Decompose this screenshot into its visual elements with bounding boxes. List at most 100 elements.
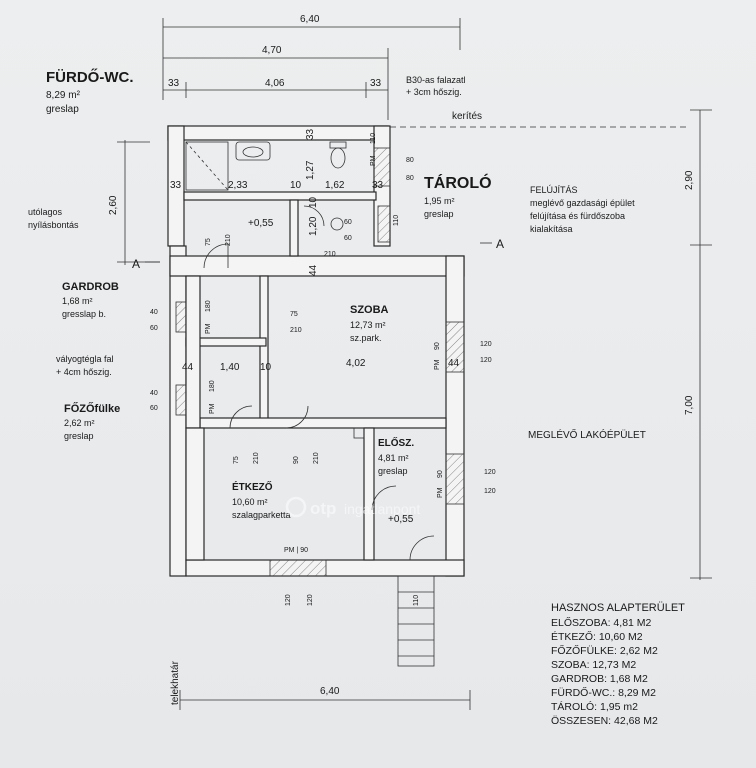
lbl-d75-b: 75 — [233, 456, 240, 464]
windows — [175, 147, 465, 577]
room-eloszoba-floor: greslap — [378, 466, 408, 476]
dim-top-total: 6,40 — [300, 14, 320, 25]
room-gardrob-floor: gresslap b. — [62, 309, 106, 319]
dim-top-right-wall: 33 — [370, 78, 382, 89]
watermark-text: ingatlanpont — [344, 501, 420, 517]
renovation-line-2: felújítása és fürdőszoba — [530, 211, 625, 221]
dim-bottom-total: 6,40 — [320, 686, 340, 697]
inner-dimensions: 33 2,33 10 1,62 33 1,27 33 +0,55 1,20 10… — [150, 128, 496, 606]
watermark-brand: otp — [310, 499, 336, 518]
lbl-pm-gardrob: PM — [205, 323, 212, 334]
section-a-left: A — [132, 257, 140, 271]
summary-total: ÖSSZESEN: 42,68 M2 — [551, 715, 658, 727]
lbl-d110-b: 110 — [393, 215, 400, 226]
summary-row: TÁROLÓ: 1,95 m2 — [551, 700, 638, 713]
renovation-line-3: kialakítása — [530, 224, 573, 234]
room-fozofulke-area: 2,62 m² — [64, 418, 95, 428]
dim-right-upper: 2,90 — [684, 170, 695, 190]
room-furdo-floor: greslap — [46, 104, 79, 115]
lbl-w140: 1,40 — [220, 362, 240, 373]
dim-left-260: 2,60 — [108, 195, 119, 215]
room-etkezo-floor: szalagparketta — [232, 510, 291, 520]
summary-row: FŐZŐFÜLKE: 2,62 M2 — [551, 643, 658, 657]
lbl-d90-b: 90 — [434, 342, 441, 350]
lbl-d100: 110 — [413, 595, 420, 606]
lbl-w33d: 33 — [372, 180, 384, 191]
dim-top-mid: 4,06 — [265, 78, 285, 89]
room-furdo-name: FÜRDŐ-WC. — [46, 68, 133, 86]
renovation-line-1: meglévő gazdasági épület — [530, 198, 635, 208]
room-szoba-floor: sz.park. — [350, 333, 382, 343]
lbl-d60-d: 60 — [344, 235, 352, 242]
lbl-d60-b: 60 — [150, 405, 158, 412]
lbl-d120-c: 120 — [484, 469, 496, 476]
room-eloszoba-area: 4,81 m² — [378, 453, 409, 463]
room-fozofulke-floor: greslap — [64, 431, 94, 441]
room-gardrob-name: GARDROB — [62, 281, 119, 293]
lbl-d75-a: 75 — [205, 238, 212, 246]
lbl-w10b: 10 — [308, 196, 319, 208]
summary-row: GARDROB: 1,68 M2 — [551, 673, 648, 685]
lbl-w44b: 44 — [182, 362, 194, 373]
later-opening-1: utólagos — [28, 207, 63, 217]
lbl-d120-a: 120 — [480, 341, 492, 348]
lbl-d120-e: 120 — [285, 594, 292, 606]
lbl-d40-a: 40 — [150, 309, 158, 316]
lbl-d120-b: 120 — [480, 357, 492, 364]
lbl-w10c: 10 — [260, 362, 272, 373]
room-szoba-area: 12,73 m² — [350, 320, 386, 330]
lbl-d210-c: 210 — [253, 452, 260, 464]
plot-boundary-label: telekhatár — [170, 660, 181, 705]
adobe-note-1: vályogtégla fal — [56, 354, 114, 364]
lbl-d110-a: 110 — [370, 133, 377, 144]
room-fozofulke-name: FŐZŐfülke — [64, 402, 120, 415]
lbl-lvl055b: +0,55 — [388, 514, 414, 525]
lbl-w233: 2,33 — [228, 180, 248, 191]
lbl-d60-c: 60 — [344, 219, 352, 226]
section-markers: A A — [132, 237, 504, 271]
section-a-right: A — [496, 237, 504, 251]
summary-row: ÉTKEZŐ: 10,60 M2 — [551, 629, 643, 643]
lbl-w33c: 33 — [170, 180, 182, 191]
room-eloszoba-name: ELŐSZ. — [378, 436, 414, 449]
lbl-pm-fozo: PM — [209, 403, 216, 414]
room-gardrob-area: 1,68 m² — [62, 296, 93, 306]
outside-stairs — [397, 575, 435, 667]
lbl-d120-d: 120 — [484, 488, 496, 495]
lbl-w162: 1,62 — [325, 180, 345, 191]
room-etkezo-area: 10,60 m² — [232, 497, 268, 507]
area-summary: HASZNOS ALAPTERÜLET ELŐSZOBA: 4,81 M2 ÉT… — [551, 602, 685, 727]
summary-row: FÜRDŐ-WC.: 8,29 M2 — [551, 685, 656, 699]
room-furdo-area: 8,29 m² — [46, 90, 81, 101]
summary-title: HASZNOS ALAPTERÜLET — [551, 602, 685, 614]
lbl-d180-b: 180 — [209, 380, 216, 392]
adobe-note-2: + 4cm hőszig. — [56, 367, 112, 377]
room-szoba-name: SZOBA — [350, 304, 389, 316]
lbl-w44c: 44 — [448, 358, 460, 369]
doors — [203, 205, 435, 561]
lbl-w33b: 33 — [305, 128, 316, 140]
lbl-w127: 1,27 — [305, 160, 316, 180]
right-dimensions: 2,90 7,00 — [684, 109, 712, 580]
top-dimensions: 6,40 4,70 33 4,06 33 — [162, 14, 461, 120]
lbl-d210-b: 210 — [324, 251, 336, 258]
lbl-d210-szoba: 210 — [290, 327, 302, 334]
lbl-w10a: 10 — [290, 180, 302, 191]
bathroom-fixtures — [185, 141, 347, 231]
lbl-d210-d: 210 — [313, 452, 320, 464]
lbl-d180-a: 180 — [205, 300, 212, 312]
bottom-dimension: 6,40 telekhatár — [170, 660, 471, 710]
summary-row: ELŐSZOBA: 4,81 M2 — [551, 615, 652, 629]
later-opening-2: nyílásbontás — [28, 220, 79, 230]
lbl-d120-f: 120 — [307, 594, 314, 606]
lbl-w44a: 44 — [308, 264, 319, 276]
lbl-pm-bath: PM — [370, 155, 377, 166]
lbl-d80-a: 80 — [406, 157, 414, 164]
existing-building-label: MEGLÉVŐ LAKÓÉPÜLET — [528, 427, 646, 441]
lbl-pm90: PM | 90 — [284, 547, 308, 554]
lbl-d80-b: 80 — [406, 175, 414, 182]
lbl-w120: 1,20 — [308, 216, 319, 236]
left-dimension: 2,60 — [108, 140, 160, 265]
